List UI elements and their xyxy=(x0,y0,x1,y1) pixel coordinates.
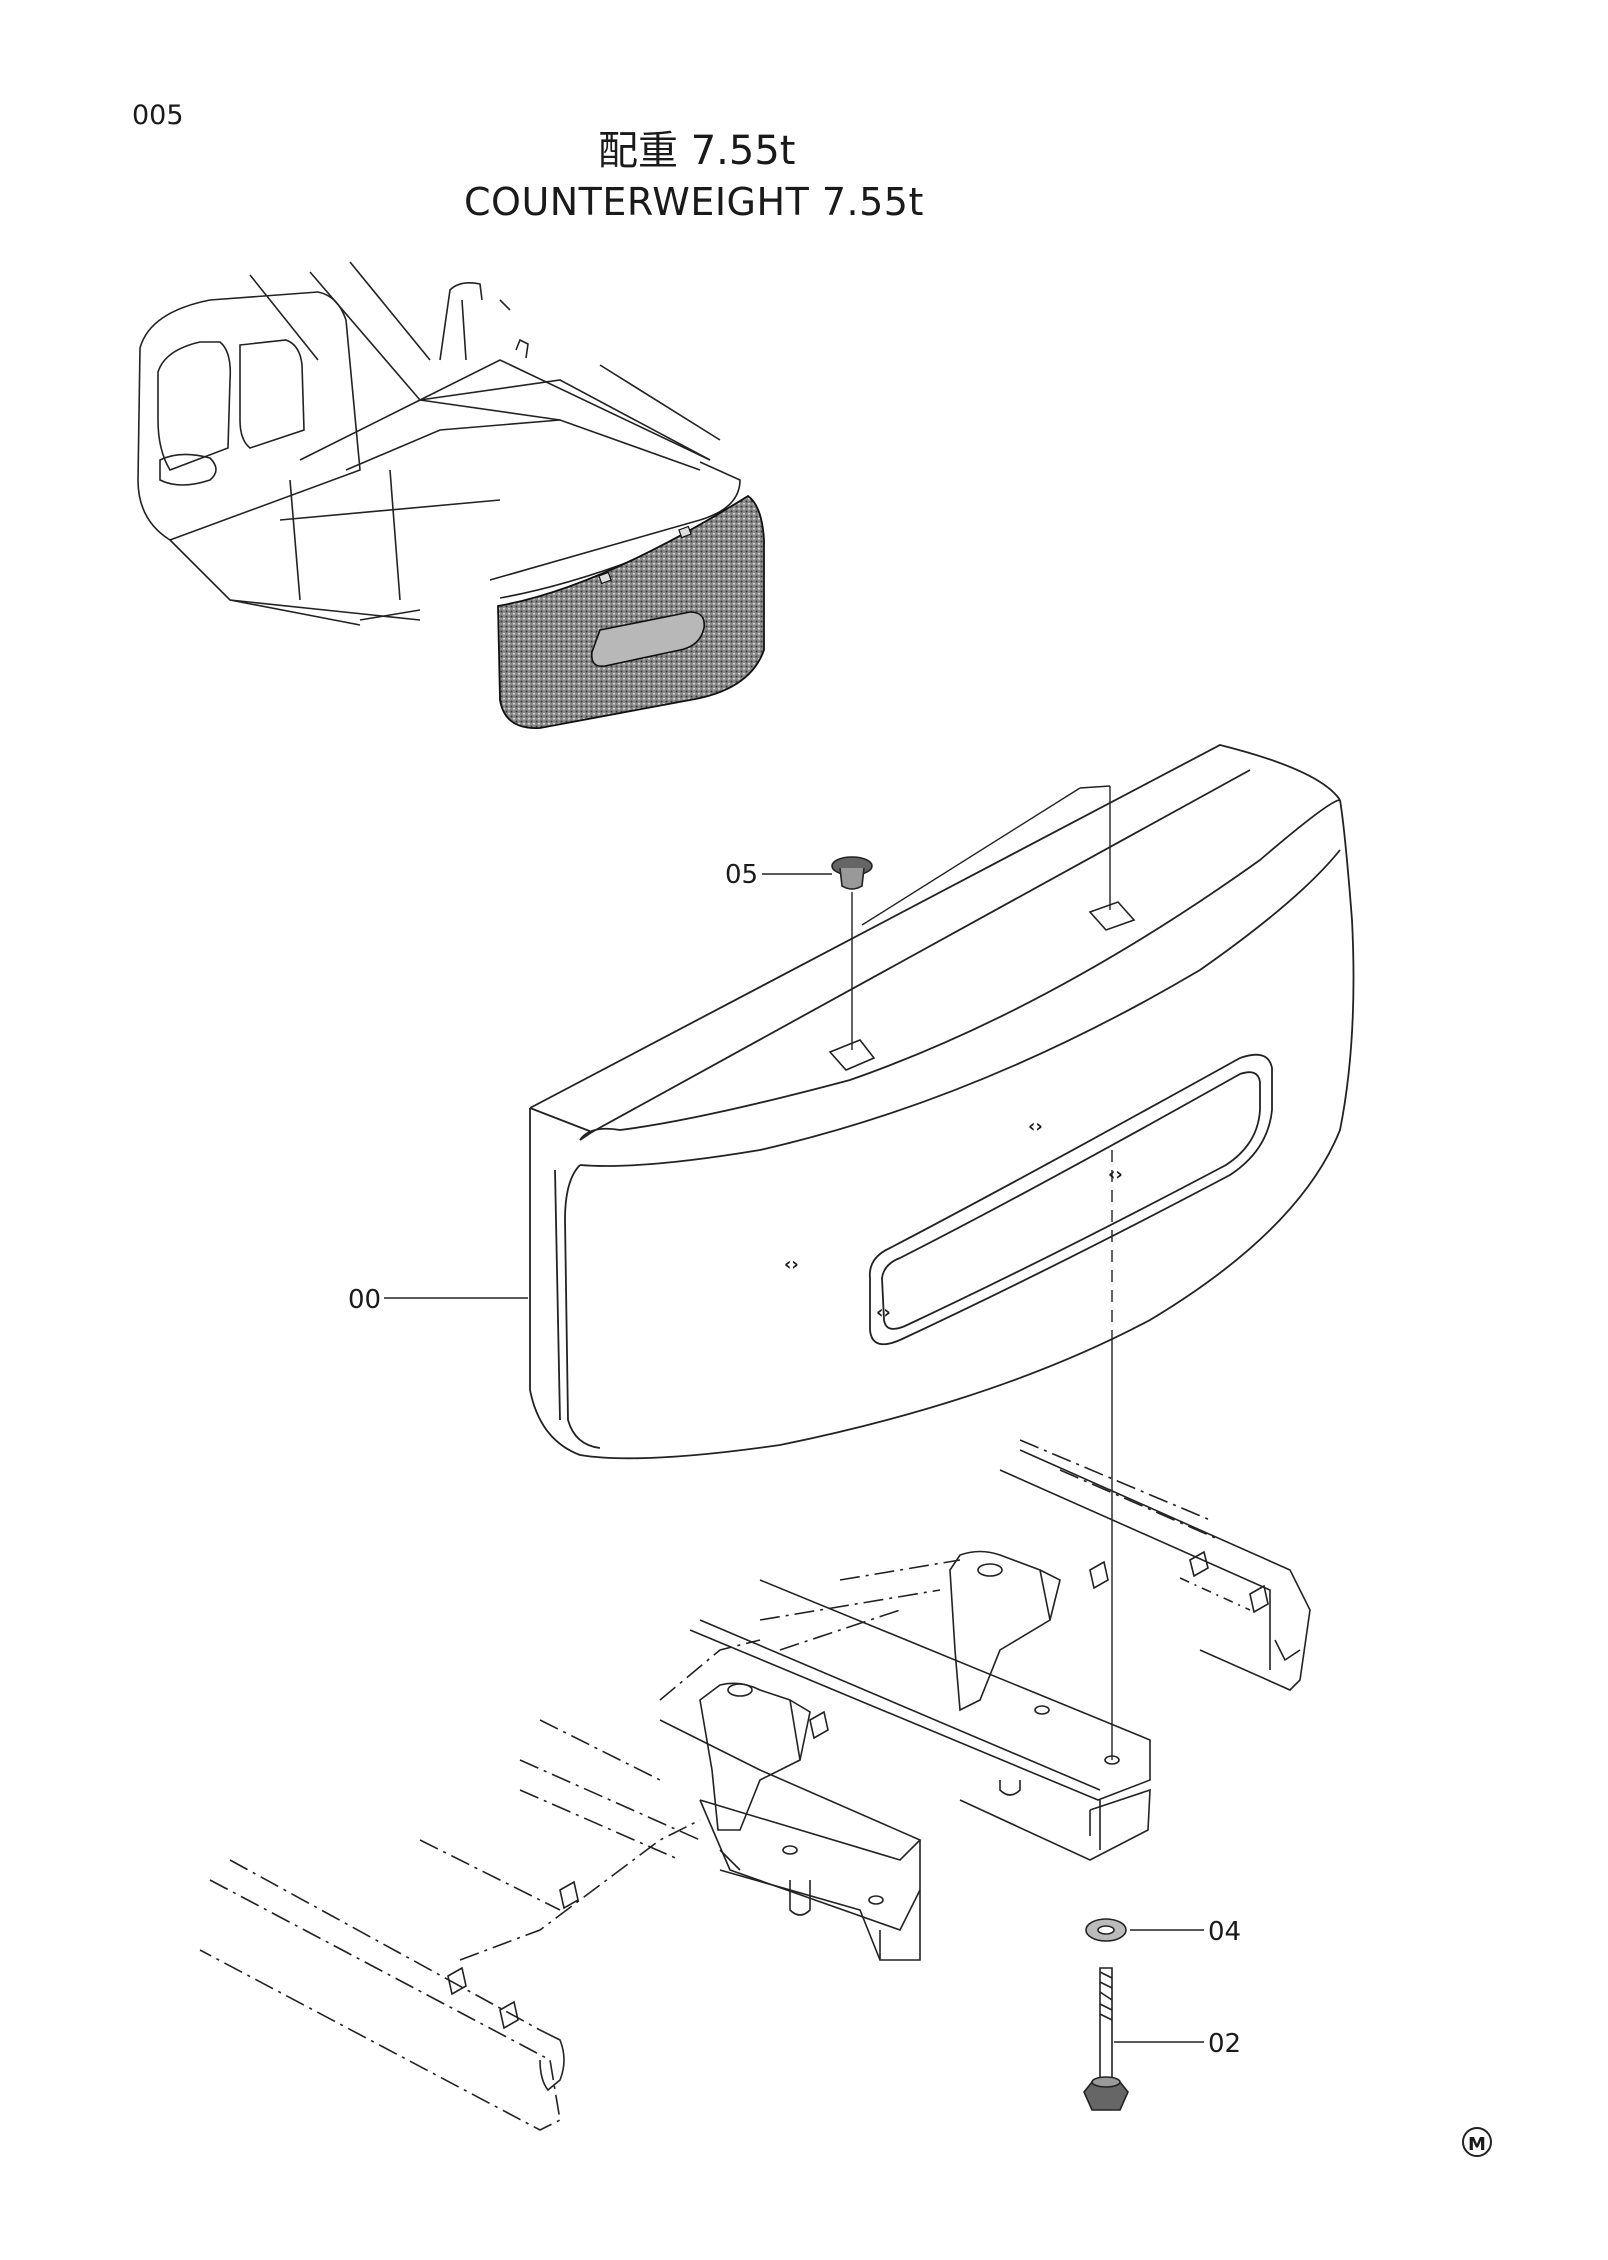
bolt-02 xyxy=(1083,1967,1129,2111)
mounting-plate xyxy=(828,901,1136,1071)
footer-marker: M xyxy=(1462,2127,1492,2157)
callout-label: 00 xyxy=(348,1285,381,1315)
callout-label: 02 xyxy=(1208,2029,1241,2059)
washer-04 xyxy=(1085,1918,1127,1942)
counterweight-highlight xyxy=(497,494,765,729)
page-code: 005 xyxy=(132,100,184,131)
callout-label: 05 xyxy=(725,860,758,890)
title-japanese: 配重 7.55t xyxy=(598,128,796,174)
hole-mark: ‹› xyxy=(784,1254,799,1275)
hole-mark: ‹› xyxy=(1028,1116,1043,1137)
callout-02: 02 xyxy=(1114,2029,1241,2059)
upper-frame xyxy=(199,1439,1311,2131)
title-english: COUNTERWEIGHT 7.55t xyxy=(464,180,924,224)
hole-mark: ‹› xyxy=(876,1302,891,1323)
callout-label: 04 xyxy=(1208,1917,1241,1947)
marker-letter: M xyxy=(1468,2134,1486,2155)
excavator-overview xyxy=(137,261,741,626)
bolt-cap-05 xyxy=(831,856,873,890)
counterweight-part xyxy=(529,744,1355,1460)
callout-04: 04 xyxy=(1130,1917,1241,1947)
callout-05: 05 xyxy=(725,860,832,890)
callout-00: 00 xyxy=(348,1285,528,1315)
assembly-lines xyxy=(851,785,1113,1760)
hole-mark: ‹› xyxy=(1108,1164,1123,1185)
